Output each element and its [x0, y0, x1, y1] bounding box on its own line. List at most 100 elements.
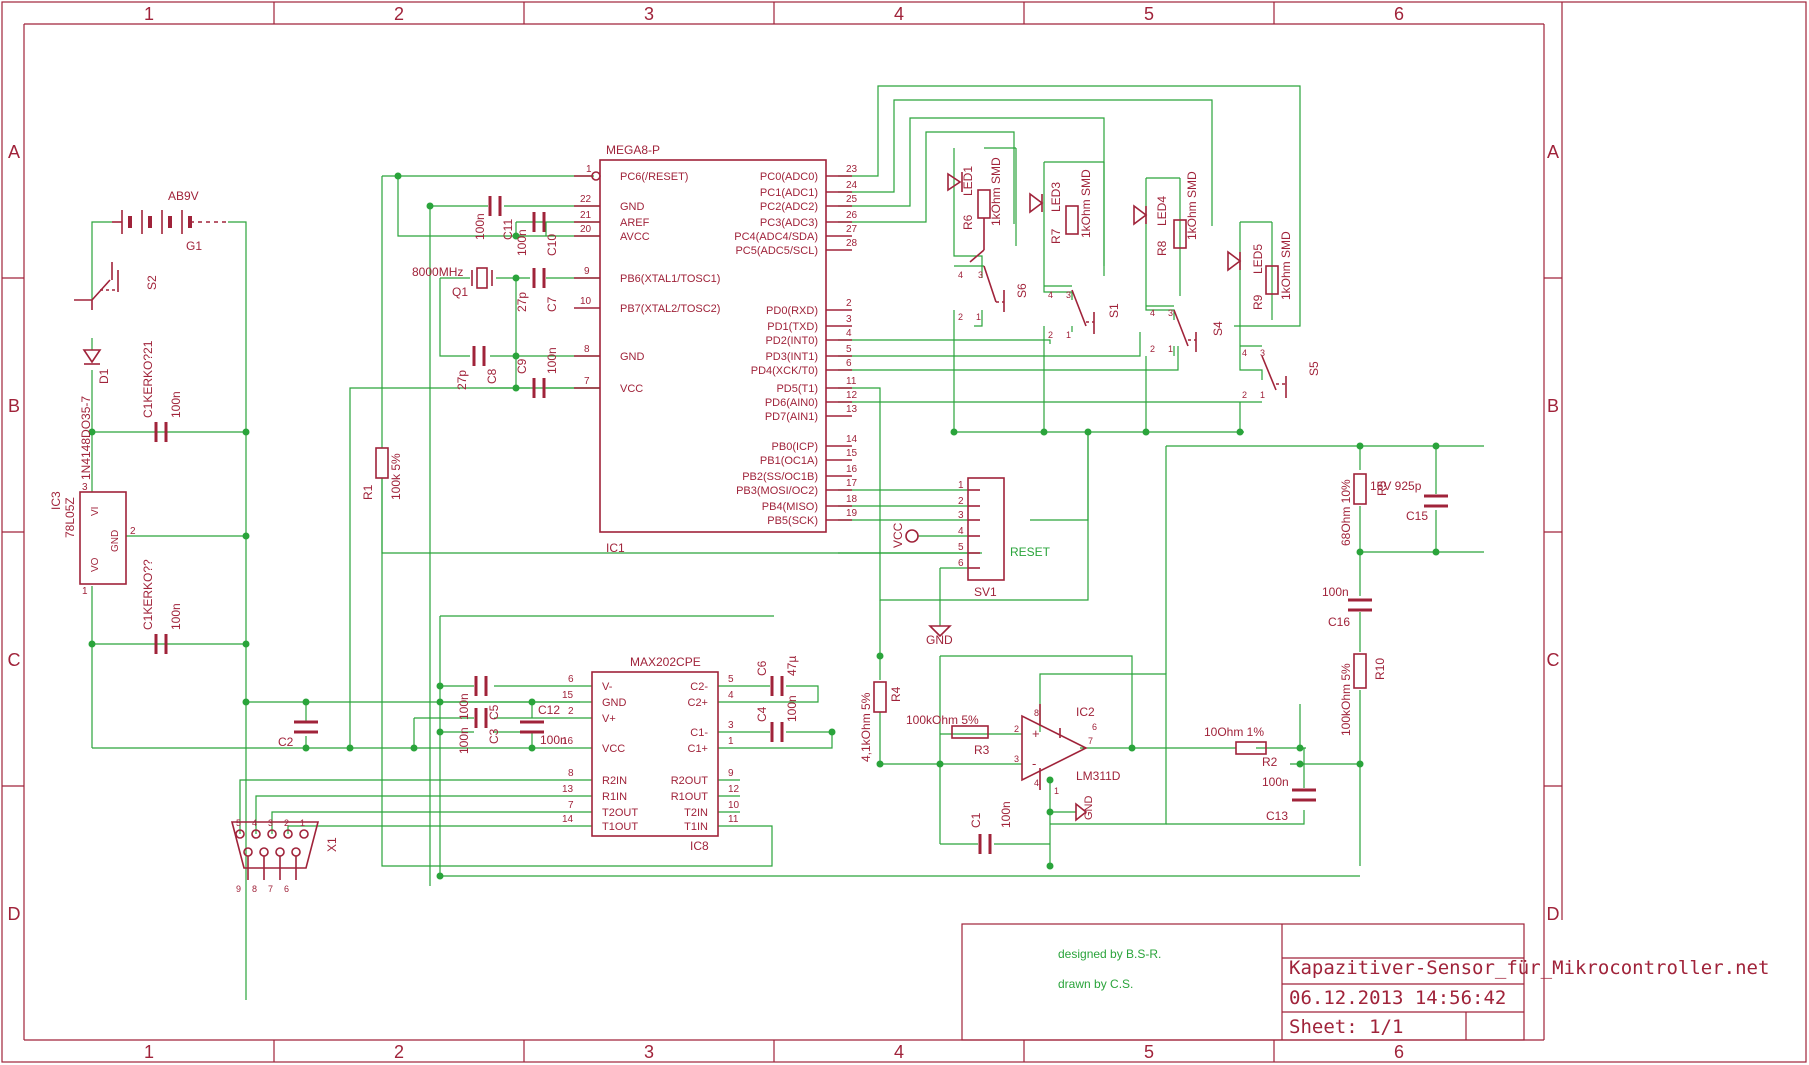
s6-label: S6 [1015, 283, 1029, 298]
mega8-pin-label: PD3(INT1) [765, 351, 818, 363]
mega8-pin-label: GND [620, 201, 645, 213]
sheet-number: Sheet: 1/1 [1289, 1016, 1403, 1038]
mega8-pin-number: 12 [846, 390, 858, 401]
x1-name: X1 [325, 837, 339, 852]
x1-pin: 8 [252, 884, 257, 894]
cap-c13-symbol [1292, 788, 1316, 802]
mega8-pin-number: 24 [846, 180, 858, 191]
max202-pin-label: GND [602, 697, 627, 709]
max202-pin-number: 15 [562, 690, 574, 701]
max202-pin-label: V- [602, 681, 613, 693]
row-label: B [8, 396, 20, 416]
col-label: 6 [1394, 1042, 1404, 1062]
c3-name: C3 [487, 728, 501, 744]
title-block [961, 923, 1525, 1041]
r6-label: R6 [961, 214, 975, 230]
switch-pin: 4 [1242, 348, 1247, 358]
mega8-name: MEGA8-P [606, 143, 660, 157]
c10-value: 100n [515, 229, 529, 256]
cap-c7-symbol [532, 268, 546, 288]
ic3-value: 78L05Z [63, 497, 77, 538]
ic2-pin: 8 [1034, 708, 1039, 718]
switch-pin: 4 [1048, 290, 1053, 300]
mega8-pin-number: 20 [580, 224, 592, 235]
c-top-value: 100n [169, 391, 183, 418]
ic2-gnd: GND [1083, 796, 1095, 821]
mega8-pin-label: PC4(ADC4/SDA) [734, 231, 818, 243]
led3-r7-s1 [1029, 192, 1095, 334]
mega8-pin-label: PC3(ADC3) [760, 217, 818, 229]
r2-value: 10Ohm 1% [1204, 725, 1264, 739]
c16-value: 100n [1322, 585, 1349, 599]
mega8-pin-label: PD4(XCK/T0) [751, 365, 818, 377]
c6-value: 47µ [785, 656, 799, 676]
mega8-pin-number: 13 [846, 404, 858, 415]
sv1-pin: 1 [958, 480, 964, 491]
mega8-pin-number: 9 [584, 266, 590, 277]
col-label: 3 [644, 4, 654, 24]
c2-name: C2 [278, 735, 294, 749]
mega8-pin-number: 14 [846, 434, 858, 445]
vcc-label: VCC [891, 522, 905, 548]
mega8-pin-label: PD2(INT0) [765, 335, 818, 347]
mega8-pin-number: 27 [846, 224, 858, 235]
switch-pin: 3 [1168, 308, 1173, 318]
r10-value: 100kOhm 5% [1339, 663, 1353, 736]
ic2-pin: 2 [1014, 724, 1019, 734]
c1-value: 100n [999, 801, 1013, 828]
c11-value: 100n [473, 213, 487, 240]
mega8-pin-number: 6 [846, 358, 852, 369]
c8-value: 27p [455, 370, 469, 390]
mega8-pin-label: PD5(T1) [776, 383, 818, 395]
r10-name: R10 [1373, 658, 1387, 680]
row-label: C [8, 650, 21, 670]
switch-pin: 3 [978, 270, 983, 280]
x1-pin: 2 [284, 818, 289, 828]
x1-pin: 3 [268, 818, 273, 828]
project-title: Kapazitiver-Sensor_für_Mikrocontroller.n… [1289, 957, 1769, 979]
max202-pin-number: 8 [568, 768, 574, 779]
frame-labels: 1 2 3 4 5 6 1 2 3 4 5 6 A B C D A B C D [8, 4, 1560, 1062]
s5-label: S5 [1307, 361, 1321, 376]
max202-pin-number: 9 [728, 768, 734, 779]
cap-c4-symbol [770, 722, 784, 742]
max202-pin-number: 11 [728, 814, 739, 825]
c-bot-value: 100n [169, 603, 183, 630]
s4-label: S4 [1211, 321, 1225, 336]
q1-value: 8000MHz [412, 265, 463, 279]
mega8-pin-number: 11 [846, 376, 857, 387]
switch-pin: 2 [958, 312, 963, 322]
max202-pin-label: T2IN [684, 807, 708, 819]
mega8-pin-number: 16 [846, 464, 858, 475]
sv1-pin: 3 [958, 510, 964, 521]
sv1-reset: RESET [1010, 545, 1051, 559]
mega8-pin-number: 5 [846, 344, 852, 355]
resistor-r5-body [1353, 473, 1367, 505]
led1-r6-s6 [947, 172, 1005, 312]
resistor-r1-body [375, 447, 389, 479]
cap-c6-symbol [770, 676, 784, 696]
header-sv1-pins [968, 489, 980, 569]
max202-pin-number: 13 [562, 784, 574, 795]
r6-value: 1kOhm SMD [989, 157, 1003, 226]
cap-c15-symbol [1424, 494, 1448, 508]
cap-c3-symbol [474, 708, 488, 728]
switch-pin: 3 [1066, 290, 1071, 300]
cap-c16-symbol [1348, 598, 1372, 612]
sv1-name: SV1 [974, 585, 997, 599]
c4-name: C4 [755, 706, 769, 722]
x1-pin: 1 [300, 818, 305, 828]
vcc-terminal [905, 529, 919, 543]
col-label: 5 [1144, 1042, 1154, 1062]
max202-pin-number: 4 [728, 690, 734, 701]
crystal-q1-symbol [471, 267, 493, 289]
r1-value: 100k 5% [389, 453, 403, 500]
max202-pin-label: R2IN [602, 775, 627, 787]
db9-connector-x1 [230, 821, 320, 880]
switch-s2-symbol [74, 262, 119, 310]
diode-d1-symbol [82, 349, 102, 365]
r7-value: 1kOhm SMD [1079, 169, 1093, 238]
max202-pin-number: 7 [568, 800, 574, 811]
ic2-pin: 3 [1014, 754, 1019, 764]
c3-value: 100n [457, 727, 471, 754]
